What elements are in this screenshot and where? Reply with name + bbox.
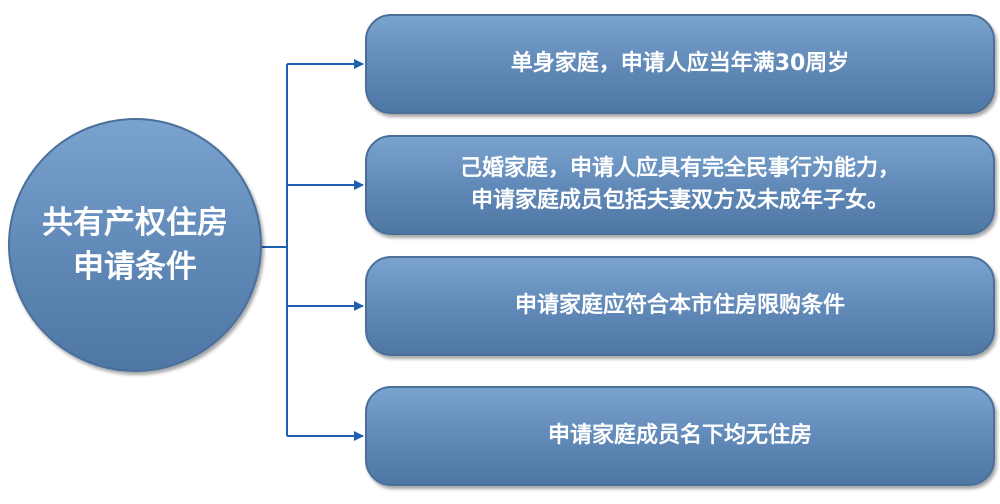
branch-node-2-line-1: 己婚家庭，申请人应具有完全民事行为能力， [459,156,900,181]
branch-node-label: 单身家庭，申请人应当年满30周岁 [511,48,850,80]
branch-node-single-household: 单身家庭，申请人应当年满30周岁 [365,14,995,114]
branch-node-label: 己婚家庭，申请人应具有完全民事行为能力， 申请家庭成员包括夫妻双方及未成年子女。 [460,153,900,217]
branch-node-label: 申请家庭应符合本市住房限购条件 [515,290,845,322]
root-node: 共有产权住房 申请条件 [8,118,262,372]
branch-node-no-property: 申请家庭成员名下均无住房 [365,386,995,486]
branch-node-4-line-1: 申请家庭成员名下均无住房 [547,423,812,448]
branch-node-purchase-restriction: 申请家庭应符合本市住房限购条件 [365,256,995,356]
branch-node-2-line-2: 申请家庭成员包括夫妻双方及未成年子女。 [470,188,889,213]
root-node-label: 共有产权住房 申请条件 [42,201,228,289]
branch-node-1-line-1: 单身家庭，申请人应当年满30周岁 [510,51,850,76]
branch-node-3-line-1: 申请家庭应符合本市住房限购条件 [514,293,845,318]
root-node-line-2: 申请条件 [73,249,197,285]
branch-node-married-household: 己婚家庭，申请人应具有完全民事行为能力， 申请家庭成员包括夫妻双方及未成年子女。 [365,135,995,235]
root-node-line-1: 共有产权住房 [42,205,228,241]
branch-node-label: 申请家庭成员名下均无住房 [548,420,812,452]
